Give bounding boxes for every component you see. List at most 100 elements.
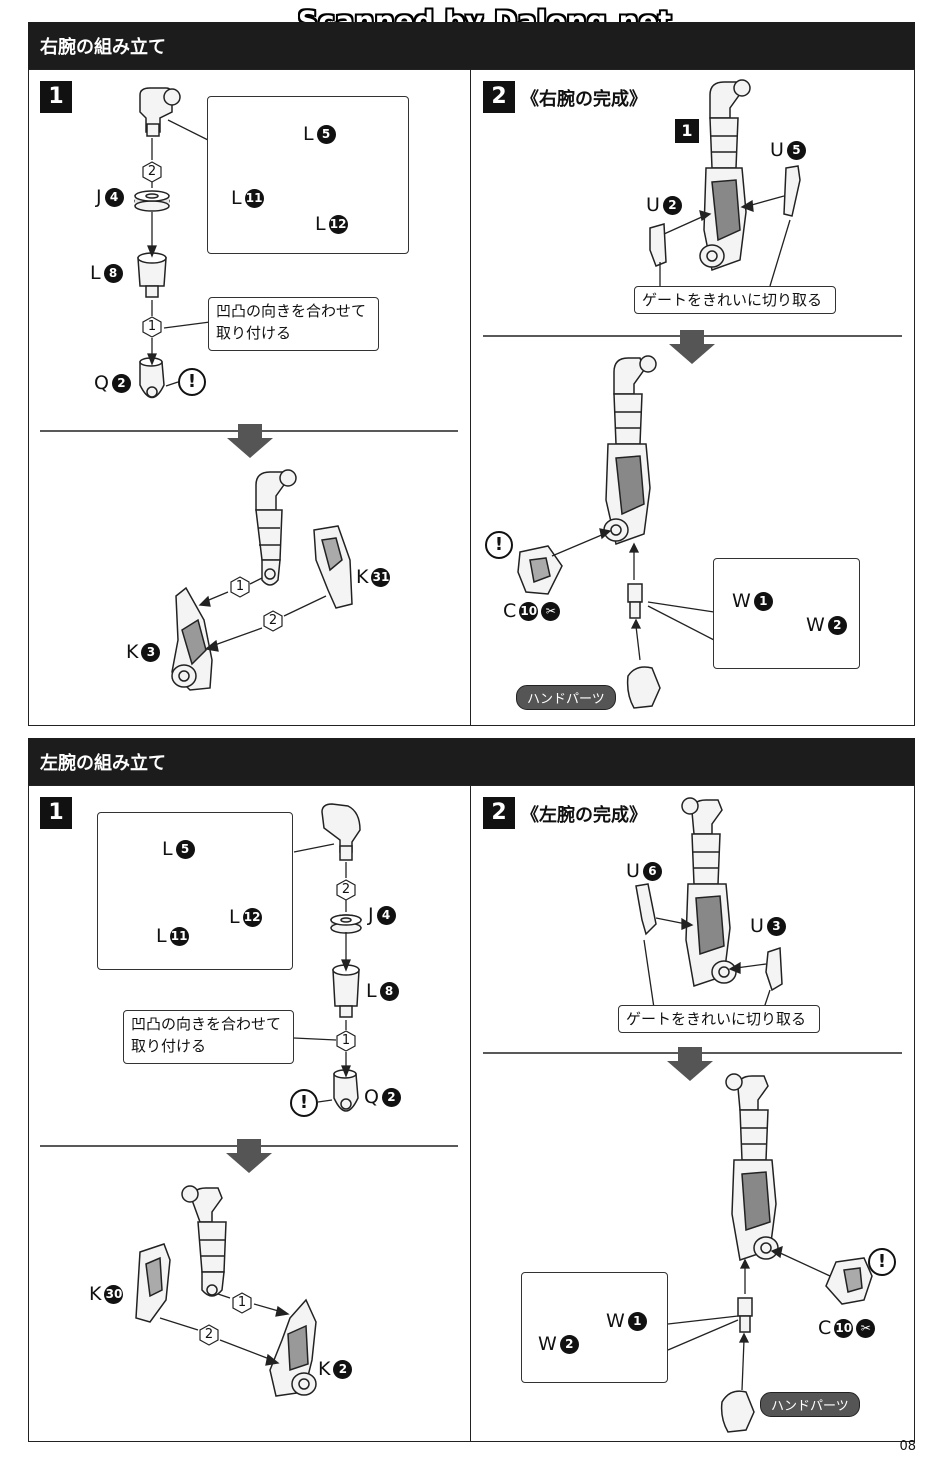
part-letter: L xyxy=(156,925,167,947)
left-arm-step2-panel xyxy=(470,785,915,1442)
part-letter: C xyxy=(818,1317,832,1339)
part-number-badge: 2 xyxy=(333,1359,353,1379)
order-hexagon: 2 xyxy=(198,1324,220,1346)
step-number: 1 xyxy=(40,797,72,829)
part-number-badge: 11 xyxy=(244,188,264,208)
part-label-l12: L 12 xyxy=(315,213,348,235)
order-hexagon: 2 xyxy=(335,879,357,901)
part-number-badge: 1 xyxy=(627,1311,647,1331)
hand-parts-label: ハンドパーツ xyxy=(516,685,616,710)
part-number-badge: 10 xyxy=(834,1318,854,1338)
part-letter: W xyxy=(538,1333,557,1355)
part-number-badge: 6 xyxy=(642,861,662,881)
part-letter: L xyxy=(90,262,101,284)
part-number-badge: 2 xyxy=(827,615,847,635)
part-label-u3: U 3 xyxy=(750,915,786,937)
gate-note-text: ゲートをきれいに切り取る xyxy=(626,1010,807,1028)
part-label-l11: L 11 xyxy=(156,925,189,947)
note-callout xyxy=(208,297,379,351)
warning-icon: ! xyxy=(868,1248,896,1276)
part-number-badge: 3 xyxy=(766,916,786,936)
step-title: 《左腕の完成》 xyxy=(521,805,647,826)
part-label-k31: K 31 xyxy=(356,566,391,588)
part-letter: Q xyxy=(364,1086,379,1108)
part-label-u2: U 2 xyxy=(646,194,682,216)
part-letter: L xyxy=(315,213,326,235)
order-number: 2 xyxy=(147,164,157,179)
down-arrow-icon xyxy=(227,424,273,458)
part-number-badge: 8 xyxy=(379,981,399,1001)
part-number-badge: 10 xyxy=(519,601,539,621)
part-letter: U xyxy=(626,860,640,882)
part-label-k3: K 3 xyxy=(126,641,161,663)
part-label-l8: L 8 xyxy=(366,980,399,1002)
part-number-badge: 2 xyxy=(662,195,682,215)
part-letter: W xyxy=(806,614,825,636)
part-letter: K xyxy=(356,566,369,588)
part-letter: C xyxy=(503,600,517,622)
part-letter: L xyxy=(162,838,173,860)
part-number-badge: 3 xyxy=(141,642,161,662)
part-label-w1: W 1 xyxy=(606,1310,647,1332)
part-label-c10: C 10 ✂ xyxy=(503,600,561,622)
warning-icon: ! xyxy=(485,531,513,559)
order-number: 2 xyxy=(268,613,278,628)
part-label-w2: W 2 xyxy=(806,614,847,636)
cut-tool-icon: ✂ xyxy=(541,601,561,621)
step-number: 1 xyxy=(40,81,72,113)
order-hexagon: 1 xyxy=(141,316,163,338)
order-number: 2 xyxy=(204,1327,214,1342)
part-letter: W xyxy=(732,590,751,612)
order-hexagon: 2 xyxy=(141,161,163,183)
part-number-badge: 2 xyxy=(111,373,131,393)
part-letter: Q xyxy=(94,372,109,394)
part-number-badge: 5 xyxy=(316,124,336,144)
gate-note-text: ゲートをきれいに切り取る xyxy=(642,291,823,309)
part-label-j4: J 4 xyxy=(368,904,396,926)
part-label-q2: Q 2 xyxy=(364,1086,401,1108)
part-label-u6: U 6 xyxy=(626,860,662,882)
part-letter: W xyxy=(606,1310,625,1332)
order-number: 1 xyxy=(237,1295,247,1310)
part-label-k30: K 30 xyxy=(89,1283,124,1305)
part-label-l5: L 5 xyxy=(303,123,336,145)
part-letter: K xyxy=(89,1283,102,1305)
down-arrow-icon xyxy=(669,330,715,364)
detail-callout xyxy=(207,96,409,254)
part-letter: L xyxy=(229,906,240,928)
hand-joint-callout xyxy=(713,558,860,669)
down-arrow-icon xyxy=(226,1139,272,1173)
part-letter: U xyxy=(646,194,660,216)
step-number: 2 xyxy=(483,797,515,829)
order-number: 1 xyxy=(147,319,157,334)
order-number: 2 xyxy=(341,882,351,897)
warning-icon: ! xyxy=(290,1089,318,1117)
part-label-l12: L 12 xyxy=(229,906,262,928)
part-number-badge: 4 xyxy=(104,187,124,207)
note-text-line2: 取り付ける xyxy=(216,324,292,342)
part-number-badge: 5 xyxy=(786,140,806,160)
part-label-k2: K 2 xyxy=(318,1358,353,1380)
part-letter: K xyxy=(126,641,139,663)
part-letter: L xyxy=(366,980,377,1002)
hand-parts-label: ハンドパーツ xyxy=(760,1392,860,1417)
note-text-line2: 取り付ける xyxy=(131,1037,207,1055)
part-label-w2: W 2 xyxy=(538,1333,579,1355)
right-arm-section-title: 右腕の組み立て xyxy=(28,22,915,69)
page-number: 08 xyxy=(899,1439,916,1454)
order-hexagon: 1 xyxy=(335,1030,357,1052)
part-letter: J xyxy=(96,186,102,208)
part-number-badge: 11 xyxy=(169,926,189,946)
order-hexagon: 2 xyxy=(262,610,284,632)
note-text-line1: 凹凸の向きを合わせて xyxy=(131,1015,282,1033)
gate-note-callout xyxy=(618,1005,820,1033)
warning-icon: ! xyxy=(178,368,206,396)
left-arm-section-title: 左腕の組み立て xyxy=(28,738,915,785)
part-number-badge: 30 xyxy=(104,1284,124,1304)
part-number-badge: 31 xyxy=(371,567,391,587)
step-title: 《右腕の完成》 xyxy=(521,89,647,110)
part-letter: L xyxy=(231,187,242,209)
part-label-l5: L 5 xyxy=(162,838,195,860)
